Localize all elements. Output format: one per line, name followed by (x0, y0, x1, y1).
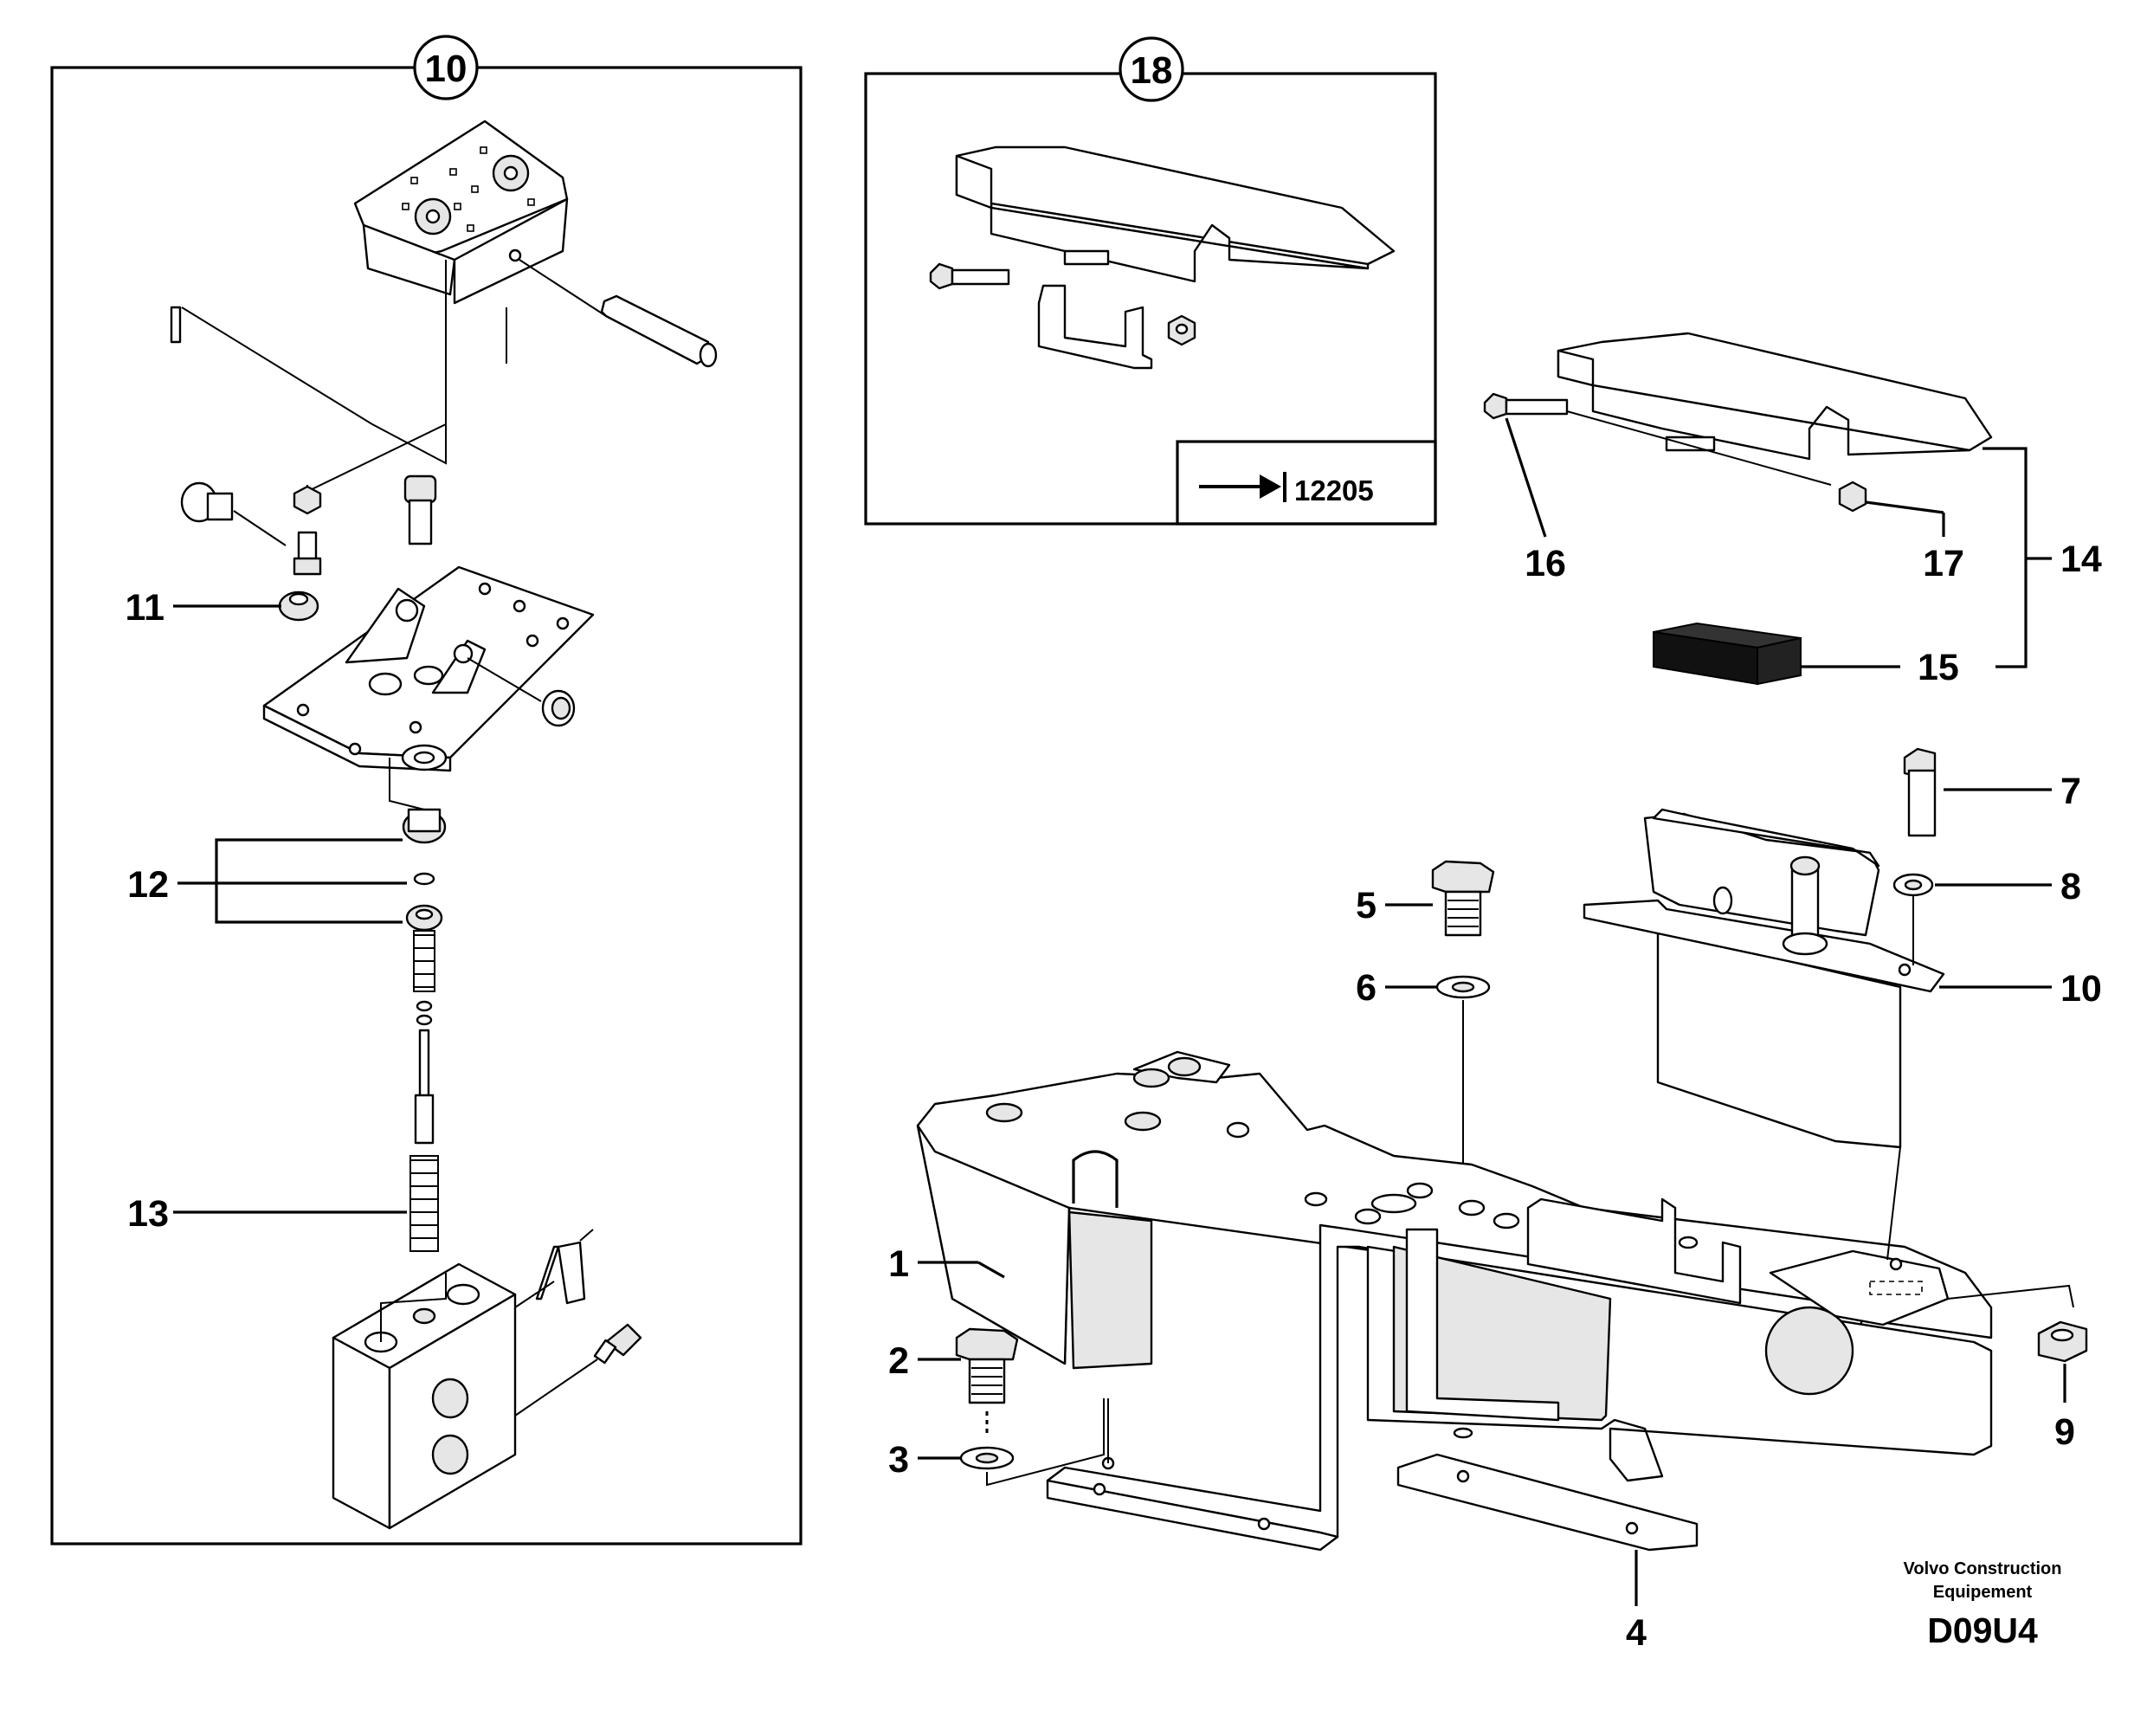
label-13: 13 (127, 1193, 169, 1235)
label-16: 16 (1525, 543, 1566, 584)
label-11: 11 (126, 587, 164, 629)
spacer-plate-4 (1396, 1453, 1699, 1552)
drawing-footer: Volvo Construction Equipement D09U4 (1904, 1559, 2062, 1650)
main-bracket-assembly: 1 2 3 4 5 6 7 8 9 10 (888, 747, 2102, 1654)
washer-8 (1892, 873, 1934, 897)
washer-6 (1435, 975, 1491, 999)
countersunk-screw (514, 1323, 642, 1417)
drawing-id: D09U4 (1927, 1610, 2038, 1650)
valve-top-plate (353, 119, 569, 305)
nut-9 (2037, 1320, 2088, 1363)
valve-pin (519, 259, 718, 368)
label-6: 6 (1356, 967, 1377, 1009)
main-frame (916, 1050, 1993, 1552)
cover-18 (955, 145, 1396, 283)
bracket-18 (1037, 249, 1153, 370)
group-10-number: 10 (425, 48, 467, 90)
nut-18 (1167, 314, 1196, 346)
label-7: 7 (2060, 771, 2081, 812)
dome-nut (278, 590, 319, 622)
bolt-18 (929, 262, 1010, 290)
pad-15 (1653, 622, 1802, 686)
label-17: 17 (1923, 543, 1964, 584)
label-5: 5 (1356, 885, 1377, 926)
group-18-badge (1119, 36, 1184, 102)
bolt-16 (1483, 392, 1569, 420)
manufacturer-line-1: Volvo Construction (1904, 1559, 2062, 1578)
label-12: 12 (127, 864, 169, 906)
cap-screw (403, 474, 437, 545)
valve-assembly-panel: 10 (50, 35, 803, 1546)
label-15: 15 (1918, 647, 1959, 688)
plunger-assembly (402, 808, 447, 1252)
bolt-7 (1903, 747, 1937, 837)
bolt-5 (1431, 860, 1495, 937)
pivot-bushing-left (180, 481, 287, 546)
cover-assembly: 16 17 14 15 (1483, 332, 2102, 688)
cover-kit-panel: 12205 18 (864, 36, 1437, 526)
bolt-small (293, 531, 322, 576)
label-4: 4 (1626, 1612, 1647, 1654)
label-2: 2 (888, 1340, 909, 1382)
gasket-plate (514, 1241, 586, 1308)
washer-3 (959, 1446, 1015, 1470)
nut-small (293, 485, 322, 515)
valve-body-block (332, 1262, 517, 1530)
label-3: 3 (888, 1439, 909, 1481)
arrow-icon (1260, 474, 1281, 499)
label-8: 8 (2060, 866, 2081, 907)
reference-code: 12205 (1294, 474, 1374, 507)
label-9: 9 (2054, 1411, 2075, 1453)
label-14: 14 (2060, 539, 2102, 580)
set-screw (170, 306, 182, 344)
washer (401, 744, 448, 771)
group-10-badge (413, 35, 479, 100)
bolt-2 (955, 1327, 1019, 1404)
pivot-bushing-right (467, 657, 576, 727)
manufacturer-line-2: Equipement (1933, 1583, 2033, 1602)
label-10: 10 (2060, 968, 2102, 1010)
group-18-number: 18 (1131, 49, 1173, 92)
label-1: 1 (888, 1243, 909, 1285)
valve-unit (1583, 808, 1945, 1149)
nut-17 (1838, 481, 1867, 513)
